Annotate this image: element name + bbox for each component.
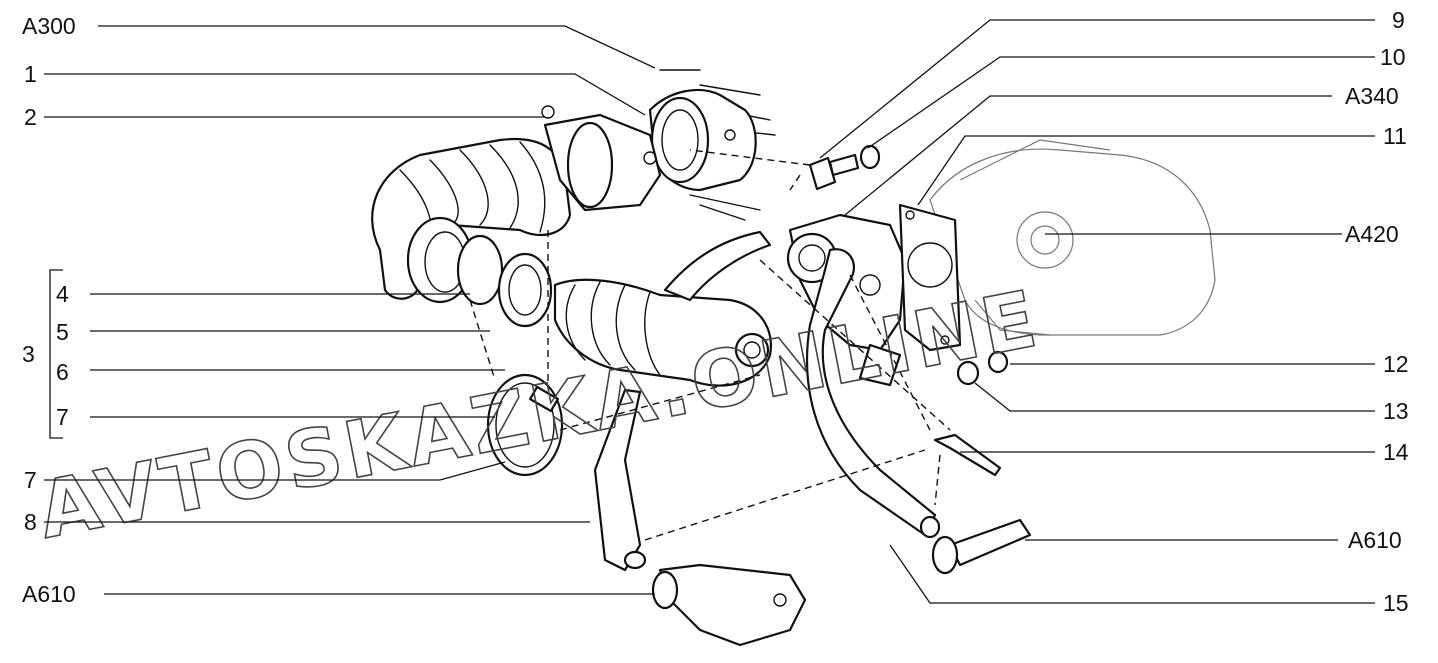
callout-3: 3 xyxy=(22,341,35,367)
callout-a340: A340 xyxy=(1345,83,1399,109)
callout-12: 12 xyxy=(1383,351,1409,377)
callout-9: 9 xyxy=(1392,7,1405,33)
callout-7-upper: 7 xyxy=(56,404,69,430)
callout-7-lower: 7 xyxy=(24,467,37,493)
vent-hose-left xyxy=(593,388,647,572)
callout-6: 6 xyxy=(56,359,69,385)
assembly-lines xyxy=(469,149,951,541)
callout-a610-right: A610 xyxy=(1348,527,1402,553)
nut-and-washer xyxy=(956,350,1009,386)
callout-a300: A300 xyxy=(22,13,76,39)
pipe-a610-left xyxy=(651,563,807,647)
leader-lines xyxy=(44,19,1375,604)
lower-intake-duct xyxy=(553,230,773,387)
callout-11: 11 xyxy=(1383,123,1407,149)
air-filter-housing xyxy=(648,69,776,221)
callout-15: 15 xyxy=(1383,590,1409,616)
engine-block-outline xyxy=(929,139,1216,336)
callout-14: 14 xyxy=(1383,439,1409,465)
callout-8: 8 xyxy=(24,509,37,535)
callout-2: 2 xyxy=(24,104,37,130)
callouts-left: A300 1 2 4 5 3 6 7 7 8 A610 xyxy=(22,13,76,607)
hose-clamp xyxy=(486,373,564,477)
pipe-a610-right xyxy=(931,518,1032,575)
hose-clip xyxy=(933,433,1002,477)
vent-hose-right xyxy=(805,248,941,539)
bolt-and-washer xyxy=(808,144,881,191)
callout-1: 1 xyxy=(24,61,37,87)
sealing-rings xyxy=(406,216,553,328)
callout-4: 4 xyxy=(56,281,69,307)
callout-a420: A420 xyxy=(1345,221,1399,247)
callout-a610-left: A610 xyxy=(22,581,76,607)
callouts-right: 9 10 A340 11 A420 12 13 14 A610 15 xyxy=(1345,7,1409,616)
callout-5: 5 xyxy=(56,319,69,345)
upper-intake-duct xyxy=(371,105,662,300)
callout-13: 13 xyxy=(1383,398,1409,424)
callout-10: 10 xyxy=(1380,44,1406,70)
